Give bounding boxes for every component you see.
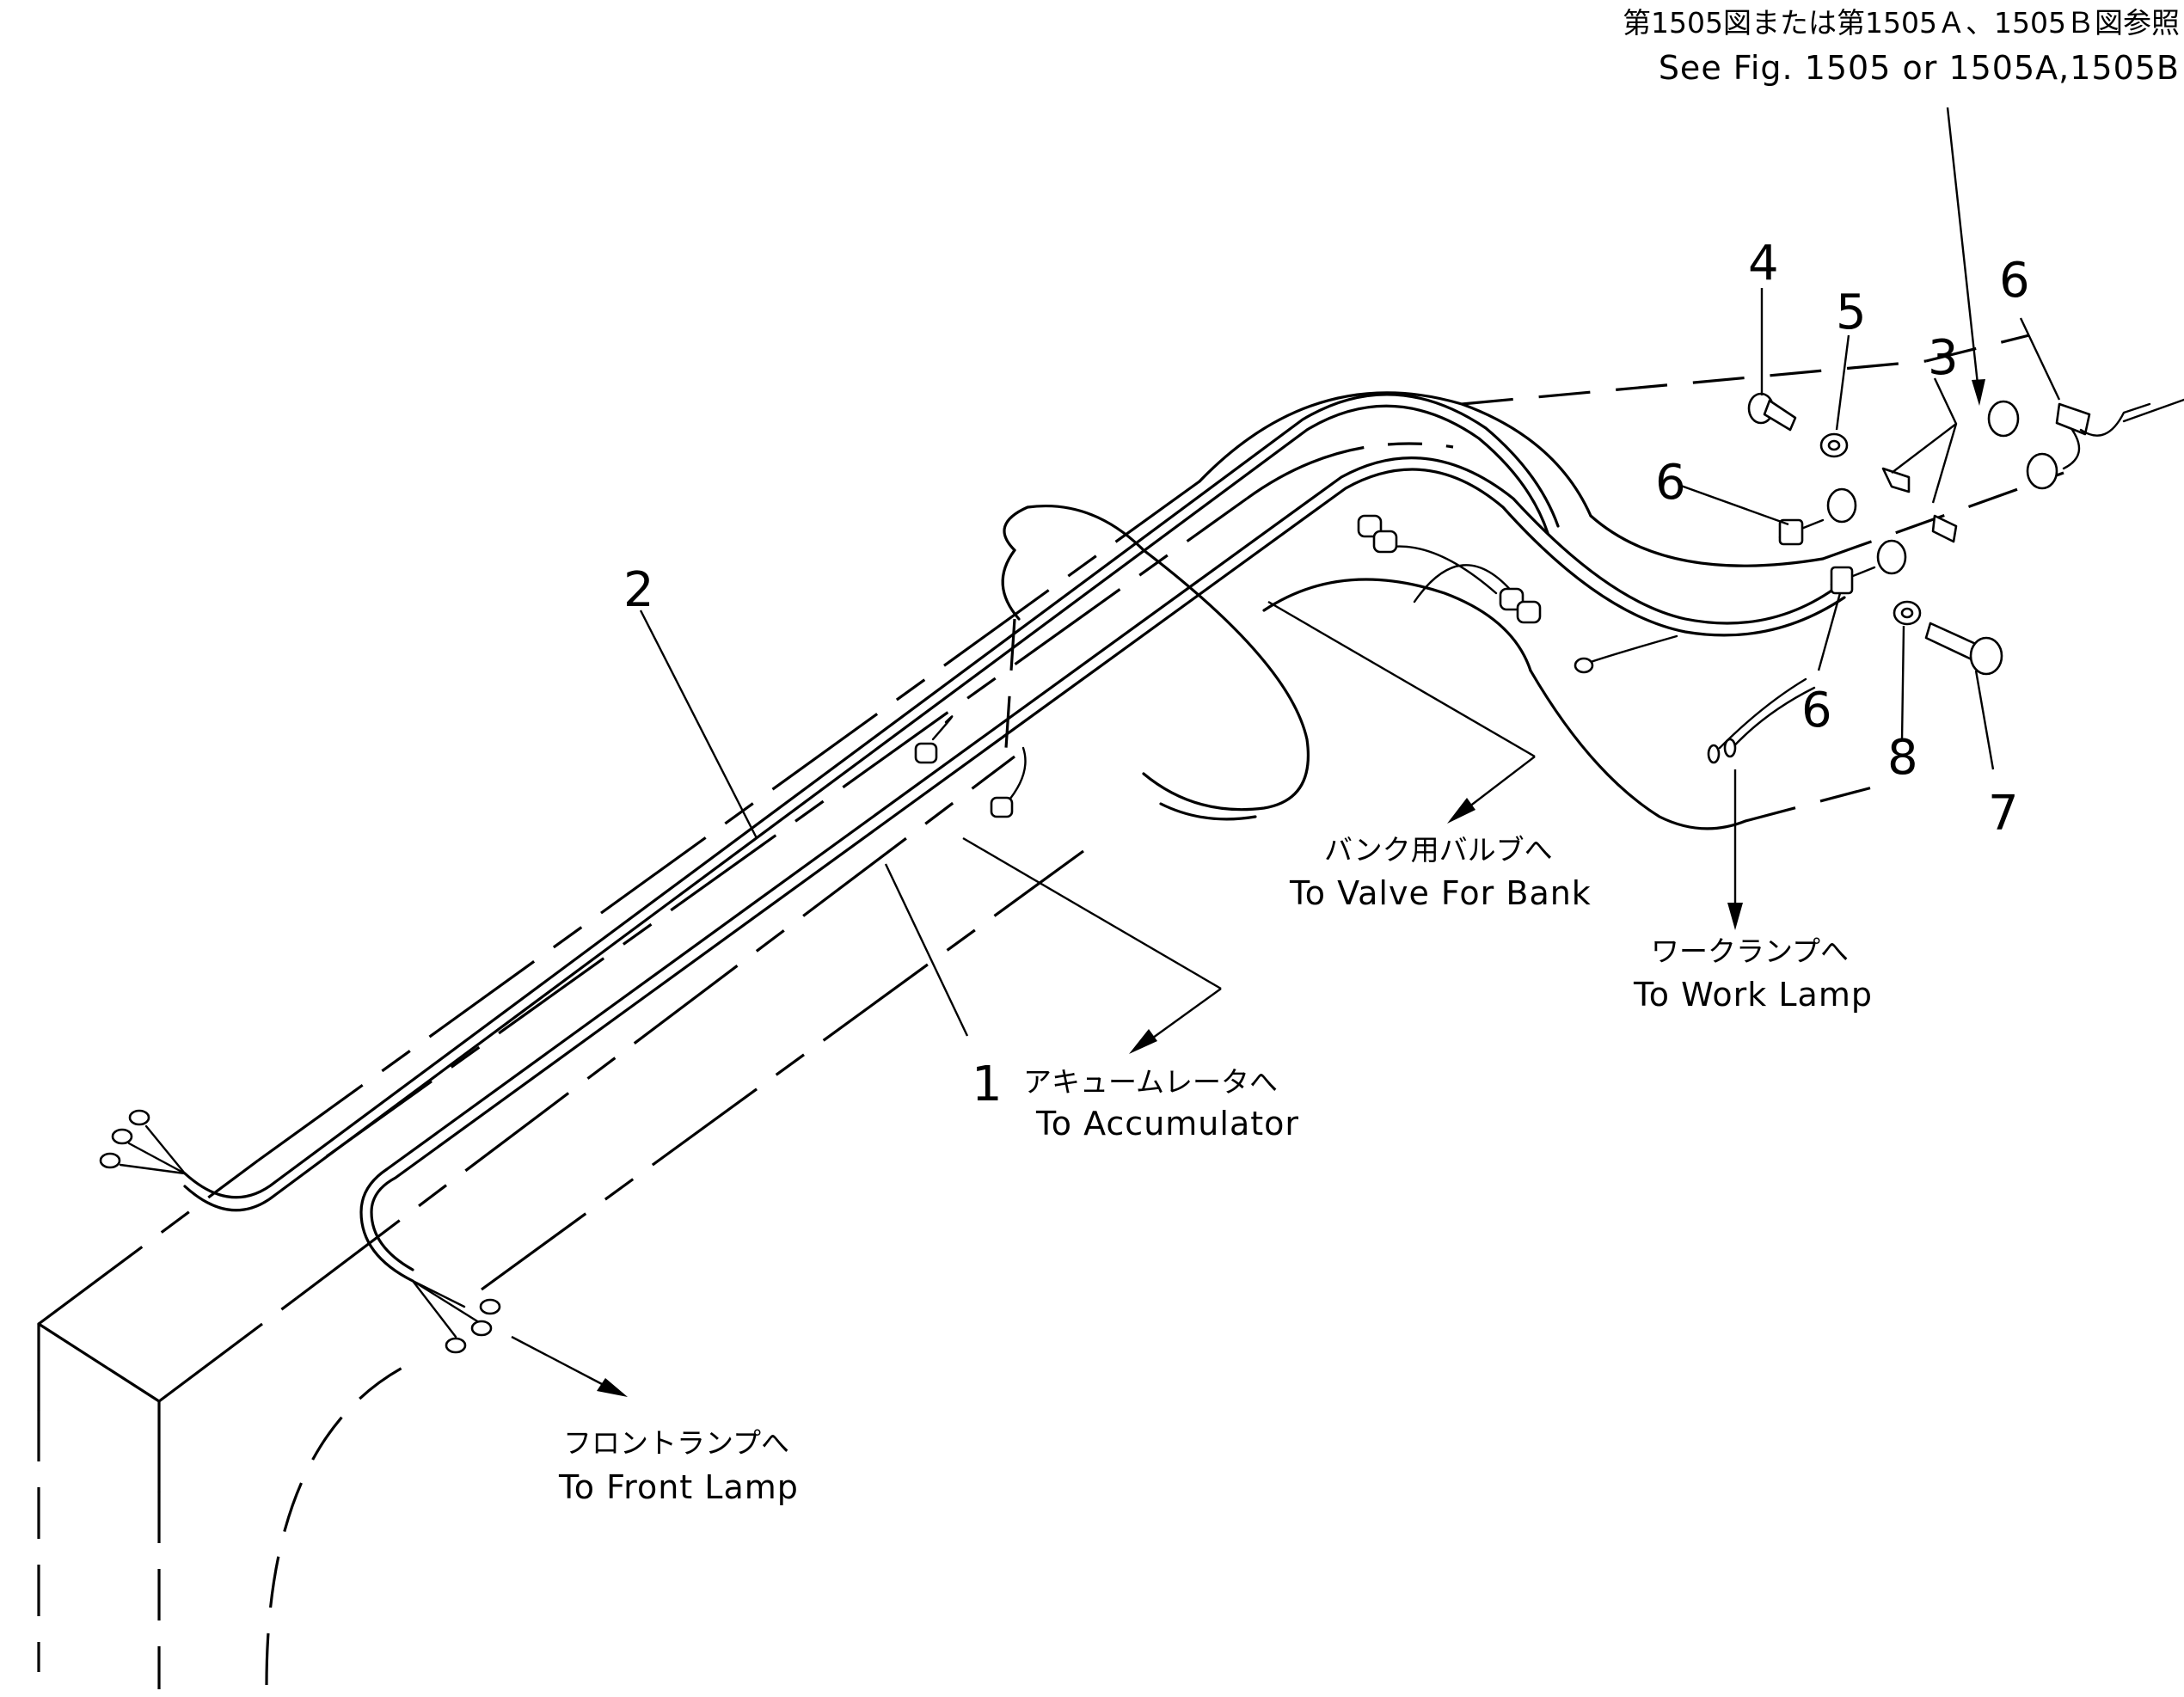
harness-1 [359, 456, 1846, 1354]
callout-3: 3 [1928, 330, 1959, 386]
hardware [1747, 392, 2184, 676]
reference-note-ja: 第1505図または第1505Ａ、1505Ｂ図参照 [1623, 6, 2180, 40]
washer-8 [1893, 600, 1922, 626]
bolt-4 [1747, 392, 1797, 432]
label-work-lamp: ワークランプへ To Work Lamp [1633, 934, 1873, 1014]
bolt-7 [1924, 622, 2003, 676]
callout-4: 4 [1748, 236, 1779, 291]
callout-6-mid: 6 [1655, 455, 1686, 511]
label-accumulator: アキュームレータへ To Accumulator [1023, 1065, 1299, 1143]
front-terminals-2 [99, 1109, 187, 1175]
label-front-lamp: フロントランプへ To Front Lamp [558, 1426, 799, 1506]
callout-7: 7 [1988, 786, 2019, 842]
socket-6-mid [1778, 487, 1857, 546]
callout-1: 1 [972, 1057, 1003, 1112]
label-valve-bank-en: To Valve For Bank [1289, 874, 1592, 912]
label-front-lamp-en: To Front Lamp [558, 1468, 799, 1506]
frame-body [37, 334, 2064, 1689]
callout-8: 8 [1887, 730, 1918, 786]
callout-2: 2 [623, 562, 654, 618]
front-terminals-1 [411, 1279, 501, 1354]
callout-6-low: 6 [1801, 683, 1832, 738]
washer-5 [1819, 432, 1849, 458]
callout-6-top: 6 [1999, 253, 2030, 309]
reference-note: 第1505図または第1505Ａ、1505Ｂ図参照 See Fig. 1505 o… [1623, 6, 2180, 87]
label-work-lamp-ja: ワークランプへ [1651, 934, 1849, 968]
label-front-lamp-ja: フロントランプへ [563, 1426, 789, 1460]
label-accumulator-ja: アキュームレータへ [1023, 1065, 1278, 1099]
socket-6-top [1987, 398, 2184, 490]
harness-2 [99, 393, 1560, 1212]
label-valve-bank-ja: バンク用バルブへ [1324, 833, 1553, 867]
label-work-lamp-en: To Work Lamp [1633, 976, 1873, 1014]
cylinder [1001, 504, 1310, 821]
callout-5: 5 [1836, 285, 1867, 340]
callout-numbers: 1 2 3 4 5 6 6 6 7 8 [623, 236, 2030, 1112]
clip-3-lower [1931, 514, 1958, 543]
reference-note-en: See Fig. 1505 or 1505A,1505B [1659, 49, 2180, 87]
clip-3-upper [1881, 467, 1911, 493]
valve-connectors [1357, 514, 1542, 624]
destination-arrows [511, 600, 1743, 1397]
label-accumulator-en: To Accumulator [1035, 1105, 1299, 1143]
socket-6-low [1830, 539, 1907, 595]
label-valve-bank: バンク用バルブへ To Valve For Bank [1289, 833, 1592, 912]
leader-lines [639, 107, 2061, 1037]
